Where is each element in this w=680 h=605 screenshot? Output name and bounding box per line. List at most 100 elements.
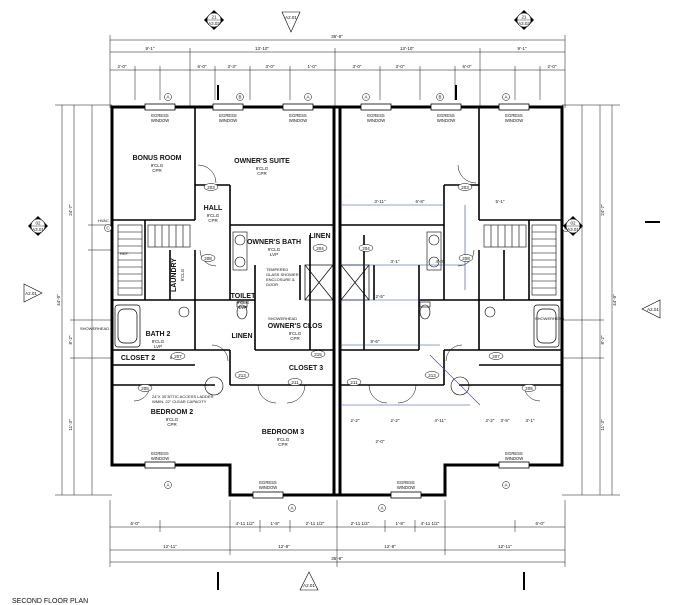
section-marker-top-center: A2.01	[281, 11, 301, 33]
window-label: WINDOW	[367, 118, 385, 123]
dim-top-detail-4: 3'-0"	[266, 64, 275, 69]
stair-left	[117, 224, 191, 296]
door-tag: 207	[492, 354, 500, 359]
door-tag: 213	[238, 373, 246, 378]
note-showerhead: SHOWERHEAD	[535, 316, 564, 321]
window-label: WINDOW	[151, 456, 169, 461]
dim-top-detail-2: 6'-0"	[198, 64, 207, 69]
door-tag: 204	[362, 246, 370, 251]
dim-bottom-3: 12'-8"	[384, 544, 396, 549]
interior-walls-left	[112, 107, 334, 386]
window-tag: A	[166, 95, 169, 100]
room-laundry: LAUNDRY	[171, 258, 178, 292]
room-hall-info: 9'CLG	[207, 213, 220, 218]
window-tag: A	[364, 95, 367, 100]
window-label: EGRESS	[437, 113, 455, 118]
window-tag: B	[438, 95, 441, 100]
room-bedroom-3: BEDROOM 3	[262, 429, 305, 436]
dim-top-2: 13'-10"	[255, 46, 269, 51]
dim-interior: 2'-2"	[486, 418, 495, 423]
dim-interior: 8'-6"	[371, 339, 380, 344]
dim-top-3: 13'-10"	[400, 46, 414, 51]
dim-top-4: 9'-1"	[518, 46, 527, 51]
note-shower: GLASS SHOWER	[266, 272, 299, 277]
room-owners-bath-info: 9'CLG	[268, 247, 281, 252]
dim-interior: 3'-5"	[501, 418, 510, 423]
room-laundry-info: 9'CLG	[180, 268, 185, 281]
dim-left-1: 24'-7"	[68, 204, 73, 216]
window-label: EGRESS	[505, 451, 523, 456]
marker-text: 21	[211, 15, 217, 20]
dim-top-1: 9'-1"	[146, 46, 155, 51]
dim-bottom-detail-8: 6'-0"	[536, 521, 545, 526]
window-label: EGRESS	[397, 480, 415, 485]
door-tag: 208	[462, 256, 470, 261]
section-marker-left-upper: 02 A3.01	[28, 216, 48, 236]
dim-right-2: 8'-2"	[600, 335, 605, 344]
dim-interior: 2'-2"	[351, 418, 360, 423]
bottom-dimensions	[109, 500, 566, 567]
door-tag: 211	[291, 380, 299, 385]
window-label: EGRESS	[505, 113, 523, 118]
dim-top-detail-3: 3'-3"	[228, 64, 237, 69]
dim-bottom-detail-7: 4'-11 1/2"	[421, 521, 440, 526]
room-toilet-floor: LVP	[239, 305, 247, 310]
room-owners-suite-info: 9'CLG	[256, 166, 269, 171]
window-label: EGRESS	[259, 480, 277, 485]
section-marker-top-left: 21 A3.02	[204, 10, 224, 30]
dim-interior: 4'-0"	[436, 259, 445, 264]
door-tag: 203	[207, 185, 215, 190]
marker-text: A2.01	[25, 291, 37, 296]
dim-bottom-detail-2: 4'-11 1/2"	[236, 521, 255, 526]
door-tags	[137, 183, 537, 392]
window-tag: A	[504, 95, 507, 100]
window-label: WINDOW	[397, 485, 415, 490]
room-toilet-info: 9'CLG	[237, 300, 250, 305]
dim-bottom-detail-1: 6'-0"	[131, 521, 140, 526]
window-tag: A	[380, 506, 383, 511]
dim-interior: 3'-1"	[526, 418, 535, 423]
dim-interior: 3'-1"	[391, 259, 400, 264]
door-tag: 215	[314, 352, 322, 357]
reference-lines	[340, 204, 481, 406]
door-tag: 204	[316, 246, 324, 251]
dim-bottom-detail-3: 1'-8"	[271, 521, 280, 526]
section-cut-lines	[217, 85, 660, 590]
dim-left-overall: 44'-0"	[56, 294, 61, 306]
dim-interior: 5'-1"	[496, 199, 505, 204]
room-bedroom-2: BEDROOM 2	[151, 409, 194, 416]
dim-bottom-4: 12'-11"	[498, 544, 512, 549]
window-label: EGRESS	[219, 113, 237, 118]
room-owners-suite: OWNER'S SUITE	[234, 158, 290, 165]
room-bath-2-floor: LVP	[154, 344, 162, 349]
window-label: WINDOW	[151, 118, 169, 123]
dim-interior: 4'-11"	[434, 418, 446, 423]
door-tag: 211	[350, 380, 358, 385]
dim-top-detail-8: 6'-0"	[463, 64, 472, 69]
note-attic-access: 24"X 30"ATTIC ACCESS LADDER	[152, 394, 214, 399]
window-label: EGRESS	[151, 451, 169, 456]
room-owners-closet-floor: CPR	[290, 336, 300, 341]
windows	[144, 103, 530, 499]
dim-interior: 6'-8"	[416, 199, 425, 204]
room-bonus-room-info: 9'CLG	[151, 163, 164, 168]
section-marker-right-mid: A2.01	[641, 299, 661, 319]
dim-interior: 3'-11"	[374, 199, 386, 204]
door-tag: 205	[141, 386, 149, 391]
room-bedroom-2-floor: CPR	[167, 422, 177, 427]
room-owners-suite-floor: CPR	[257, 171, 267, 176]
note-ref: REF.	[120, 251, 129, 256]
dim-interior: 2'-0"	[376, 439, 385, 444]
window-label: EGRESS	[151, 113, 169, 118]
dim-bottom-detail-4: 2'-11 1/2"	[306, 521, 325, 526]
door-tag: 205	[525, 386, 533, 391]
section-marker-left-mid: A2.01	[23, 283, 43, 303]
room-closet-2: CLOSET 2	[121, 355, 155, 362]
window-tag: B	[238, 95, 241, 100]
fixtures-right	[419, 231, 496, 396]
room-bedroom-2-info: 9'CLG	[166, 417, 179, 422]
marker-text: A3.02	[518, 21, 530, 26]
door-tag: 208	[204, 256, 212, 261]
dim-top-detail-7: 3'-0"	[396, 64, 405, 69]
